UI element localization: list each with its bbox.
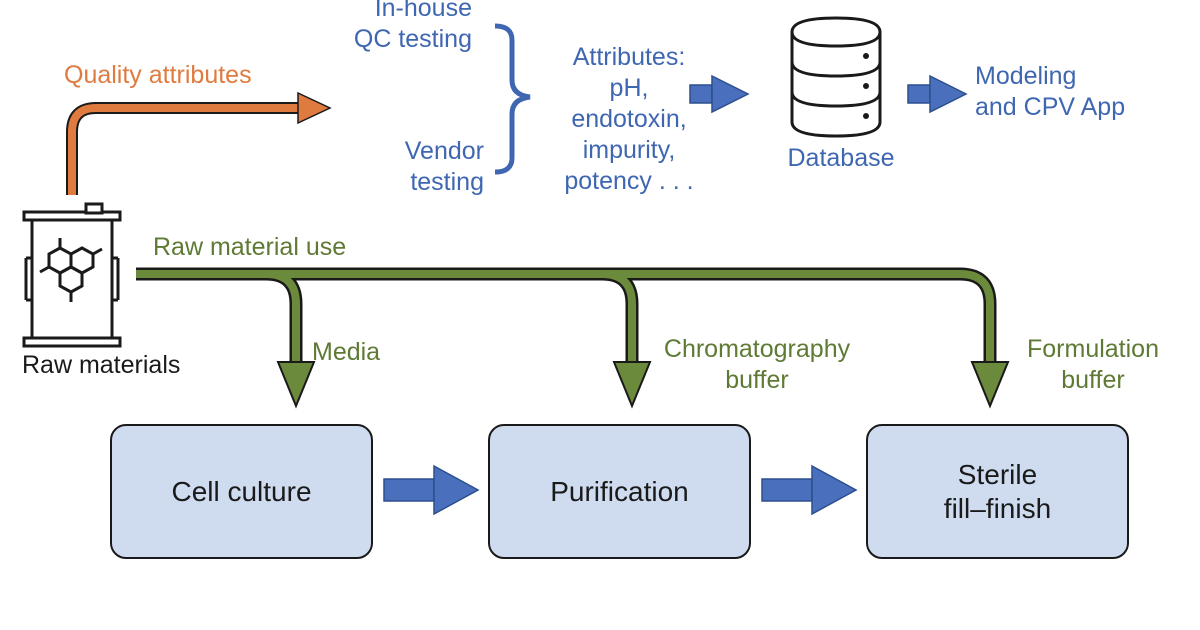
inhouse-qc-line: In-house <box>374 0 472 22</box>
media-arrowhead <box>276 361 316 409</box>
raw-materials-label: Raw materials <box>22 351 181 379</box>
chromatography-buffer-label: Chromatography buffer <box>642 334 872 396</box>
vendor-testing-label: Vendor testing <box>405 136 484 198</box>
raw-material-use-label: Raw material use <box>153 233 347 261</box>
culture-to-purification-arrow <box>383 464 480 516</box>
database-to-modeling-arrow <box>907 74 968 114</box>
attributes-label: Attributes: pH, endotoxin, impurity, pot… <box>548 42 710 197</box>
formulation-line: Formulation <box>1027 335 1159 363</box>
vendor-line: testing <box>410 168 484 196</box>
cell-culture-box: Cell culture <box>110 424 373 559</box>
attributes-to-database-arrow <box>689 74 750 114</box>
media-label: Media <box>312 338 381 366</box>
purification-box: Purification <box>488 424 751 559</box>
attributes-title: Attributes: <box>572 43 686 71</box>
process-step-label: Purification <box>550 475 689 507</box>
testing-bracket <box>494 23 531 175</box>
inhouse-qc-label: In-house QC testing <box>354 0 472 55</box>
purification-to-fill-arrow <box>761 464 858 516</box>
modeling-cpv-label: Modeling and CPV App <box>975 61 1125 123</box>
process-step-label: Sterile <box>957 458 1038 490</box>
modeling-line: Modeling <box>975 62 1077 90</box>
formulation-arrowhead <box>970 361 1010 409</box>
quality-attributes-arrowhead <box>297 91 332 125</box>
chromatography-arrowhead <box>612 361 652 409</box>
chromatography-line: buffer <box>725 366 789 394</box>
sterile-fill-finish-box: Sterile fill–finish <box>866 424 1129 559</box>
chromatography-line: Chromatography <box>663 335 851 363</box>
quality-attributes-arrow <box>66 102 300 195</box>
attribute-item: endotoxin, <box>571 105 687 133</box>
barrel-icon <box>22 202 122 348</box>
attribute-item: potency . . . <box>564 167 694 195</box>
formulation-line: buffer <box>1061 366 1125 394</box>
hexagon-molecule-icon <box>39 238 103 302</box>
raw-material-use-lines <box>136 267 997 362</box>
vendor-line: Vendor <box>404 137 484 165</box>
attribute-item: pH, <box>609 74 649 102</box>
inhouse-qc-line: QC testing <box>353 25 472 53</box>
quality-attributes-label: Quality attributes <box>64 61 252 89</box>
modeling-line: and CPV App <box>975 93 1126 121</box>
process-step-label: Cell culture <box>171 475 312 507</box>
attribute-item: impurity, <box>582 136 676 164</box>
database-label: Database <box>787 144 895 172</box>
database-icon <box>790 16 882 138</box>
process-step-label: fill–finish <box>943 492 1052 524</box>
formulation-buffer-label: Formulation buffer <box>1008 334 1178 396</box>
